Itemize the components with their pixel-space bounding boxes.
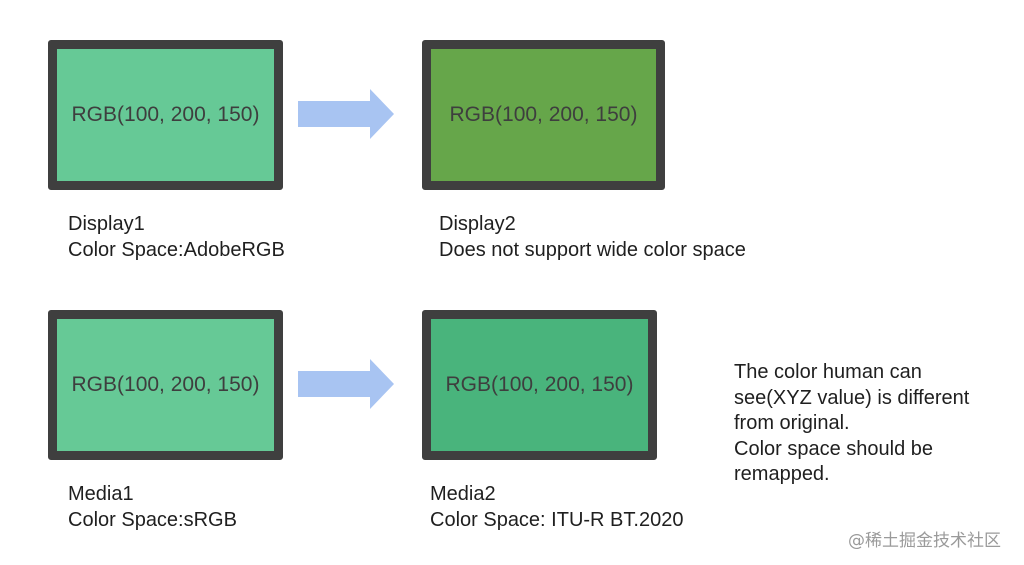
- note-line: from original.: [734, 412, 850, 434]
- arrow-right-icon: [298, 89, 394, 139]
- display2-caption: Display2 Does not support wide color spa…: [439, 211, 746, 263]
- watermark: @稀土掘金技术社区: [848, 531, 1001, 551]
- media2-rgb-label: RGB(100, 200, 150): [445, 373, 634, 396]
- display1-color-space: Color Space:AdobeRGB: [68, 239, 285, 261]
- arrow-right-icon: [298, 359, 394, 409]
- note-line: Color space should be: [734, 437, 934, 460]
- media1-screen: RGB(100, 200, 150): [48, 310, 283, 460]
- media2-screen: RGB(100, 200, 150): [422, 310, 657, 460]
- media2-caption: Media2 Color Space: ITU-R BT.2020: [430, 481, 683, 533]
- note-line: remapped.: [734, 463, 830, 485]
- media1-caption: Media1 Color Space:sRGB: [68, 481, 237, 533]
- media1-rgb-label: RGB(100, 200, 150): [71, 373, 260, 396]
- media2-name: Media2: [430, 483, 496, 505]
- display2-name: Display2: [439, 213, 516, 235]
- media2-color-space: Color Space: ITU-R BT.2020: [430, 509, 684, 531]
- note-line: see(XYZ value) is different: [734, 386, 970, 409]
- display1-screen: RGB(100, 200, 150): [48, 40, 283, 190]
- media1-color-space: Color Space:sRGB: [68, 509, 237, 531]
- display2-color-space: Does not support wide color space: [439, 239, 746, 261]
- display1-rgb-label: RGB(100, 200, 150): [71, 103, 260, 126]
- display1-name: Display1: [68, 213, 145, 235]
- display2-rgb-label: RGB(100, 200, 150): [449, 103, 638, 126]
- remap-note: The color human can see(XYZ value) is di…: [734, 360, 969, 488]
- media1-name: Media1: [68, 483, 134, 505]
- display2-screen: RGB(100, 200, 150): [422, 40, 665, 190]
- display1-caption: Display1 Color Space:AdobeRGB: [68, 211, 285, 263]
- note-line: The color human can: [734, 361, 922, 383]
